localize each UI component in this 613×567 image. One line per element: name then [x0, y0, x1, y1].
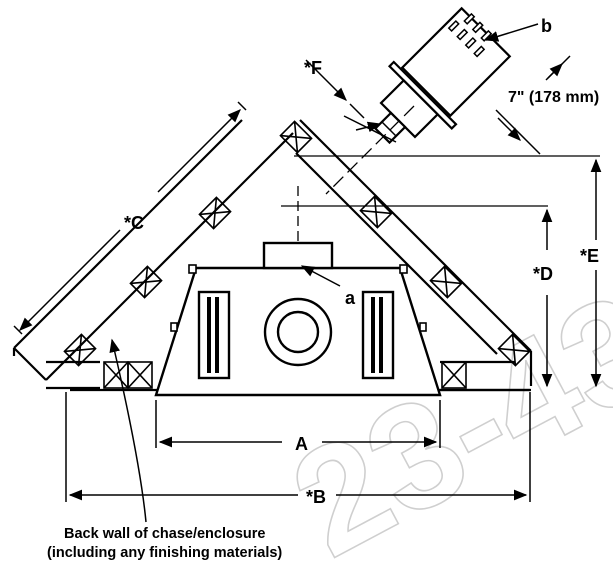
label-b: b: [541, 16, 552, 36]
dim-label-d: *D: [533, 264, 553, 284]
caption-line-1: Back wall of chase/enclosure: [64, 526, 265, 542]
label-a: a: [345, 288, 356, 308]
center-lines: [281, 155, 600, 243]
caption-line-2: (including any finishing materials): [47, 545, 282, 561]
dim-label-e: *E: [580, 246, 599, 266]
corner-walls: [12, 119, 533, 392]
wall-studs-right: [359, 195, 531, 367]
dim-label-a: A: [295, 434, 308, 454]
clearance-label: 7" (178 mm): [508, 89, 599, 106]
dim-label-c: *C: [124, 213, 144, 233]
fireplace-unit: [154, 241, 442, 397]
floor-blocks: [103, 361, 467, 389]
vent-termination: [325, 6, 512, 195]
dim-label-f: *F: [304, 58, 322, 78]
dimension-lines: [13, 23, 602, 523]
dim-label-b: *B: [306, 487, 326, 507]
wall-studs-left: [63, 120, 313, 367]
